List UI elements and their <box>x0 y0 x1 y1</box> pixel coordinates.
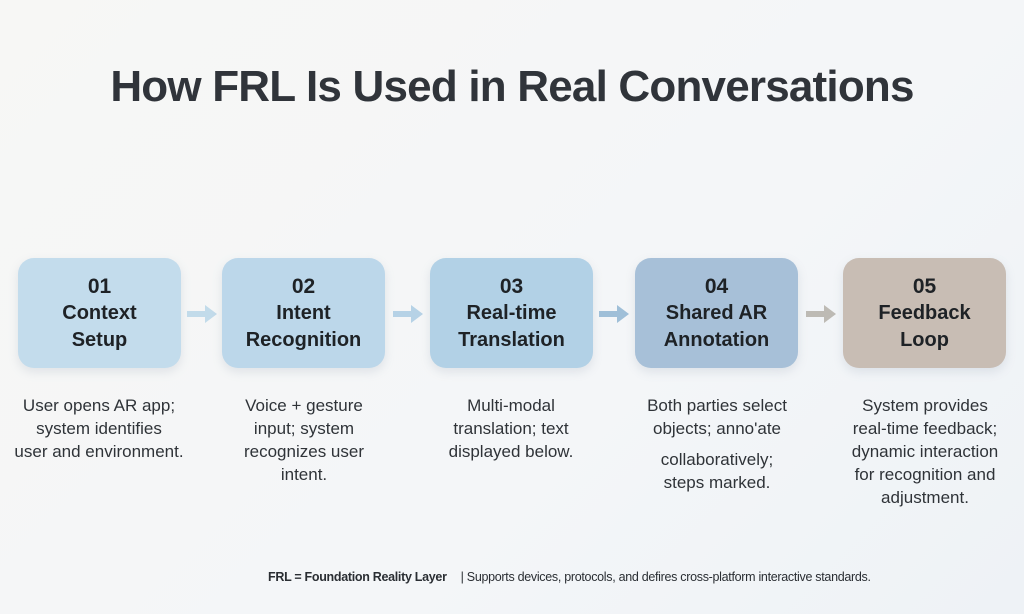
arrow-right-icon <box>187 305 217 323</box>
step-description-real-time-translation: Multi-modal translation; text displayed … <box>406 394 616 463</box>
step-description-intent-recognition: Voice + gesture input; system recognizes… <box>199 394 409 486</box>
step-name: Recognition <box>245 328 362 351</box>
step-number: 03 <box>499 274 524 298</box>
step-description-feedback-loop: System provides real-time feedback; dyna… <box>820 394 1024 509</box>
step-name: Loop <box>900 328 949 351</box>
description-line: Voice + gesture <box>245 396 363 415</box>
step-number: 01 <box>87 274 112 298</box>
step-description-context-setup: User opens AR app; system identifies use… <box>0 394 204 463</box>
step-name: Feedback <box>878 301 971 324</box>
frl-definition: FRL = Foundation Reality Layer <box>268 570 447 584</box>
description-line: for recognition and <box>854 465 996 484</box>
description-line: steps marked. <box>663 473 771 492</box>
step-name: Annotation <box>663 328 770 351</box>
description-line: intent. <box>280 465 328 484</box>
description-line: translation; text <box>453 419 569 438</box>
step-number: 02 <box>291 274 316 298</box>
step-box-intent-recognition: 02 Intent Recognition <box>222 258 385 368</box>
description-line: system identifies <box>36 419 162 438</box>
step-name: Context <box>62 301 137 324</box>
step-box-feedback-loop: 05 Feedback Loop <box>843 258 1006 368</box>
step-name: Real-time <box>466 301 557 324</box>
step-name: Shared AR <box>665 301 768 324</box>
process-flow: 01 Context Setup 02 Intent Recognition 0… <box>0 258 1024 368</box>
step-number: 04 <box>704 274 729 298</box>
description-line: User opens AR app; <box>22 396 176 415</box>
step-name: Translation <box>458 328 565 351</box>
description-line: real-time feedback; <box>852 419 998 438</box>
footer-note: FRL = Foundation Reality Layer | Supports… <box>268 570 871 584</box>
step-description-shared-ar-annotation: Both parties select objects; anno'ate co… <box>612 394 822 494</box>
description-line: adjustment. <box>881 488 969 507</box>
description-line: displayed below. <box>448 442 574 461</box>
arrow-right-icon <box>806 305 836 323</box>
step-box-context-setup: 01 Context Setup <box>18 258 181 368</box>
arrow-right-icon <box>599 305 629 323</box>
step-box-shared-ar-annotation: 04 Shared AR Annotation <box>635 258 798 368</box>
description-line: recognizes user <box>243 442 364 461</box>
description-line: input; system <box>253 419 355 438</box>
frl-description: | Supports devices, protocols, and defir… <box>460 570 871 584</box>
spacer <box>612 440 822 448</box>
step-name: Setup <box>71 328 128 351</box>
step-number: 05 <box>912 274 937 298</box>
description-line: Multi-modal <box>467 396 555 415</box>
diagram-title: How FRL Is Used in Real Conversations <box>110 62 914 111</box>
description-line: Both parties select <box>647 396 787 415</box>
step-name: Intent <box>276 301 331 324</box>
description-line: user and environment. <box>14 442 184 461</box>
description-line: collaboratively; <box>660 450 774 469</box>
description-line: dynamic interaction <box>851 442 999 461</box>
description-line: objects; anno'ate <box>652 419 781 438</box>
arrow-right-icon <box>393 305 423 323</box>
description-line: System provides <box>862 396 988 415</box>
step-box-real-time-translation: 03 Real-time Translation <box>430 258 593 368</box>
